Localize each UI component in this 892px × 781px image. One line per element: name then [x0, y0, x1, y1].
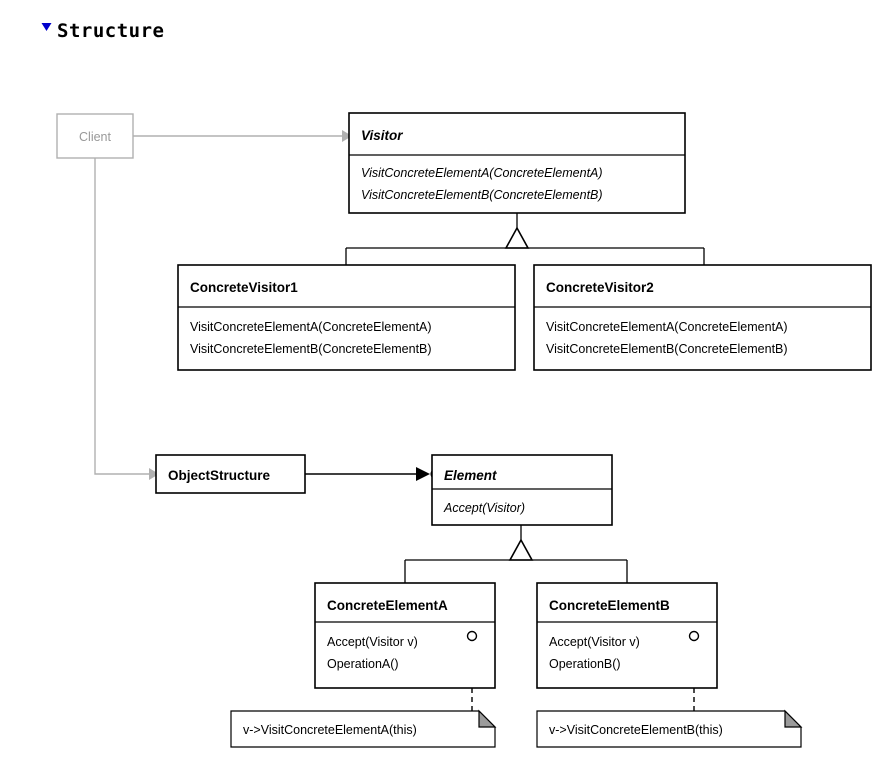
note-anchor-b [688, 630, 700, 642]
class-box-concrete-visitor-2[interactable]: ConcreteVisitor2 VisitConcreteElementA(C… [533, 264, 872, 371]
class-name-client: Client [79, 130, 111, 144]
class-member: VisitConcreteElementA(ConcreteElementA) [361, 166, 603, 180]
class-member: OperationA() [327, 657, 399, 671]
class-member: VisitConcreteElementB(ConcreteElementB) [546, 342, 788, 356]
class-box-object-structure[interactable]: ObjectStructure [155, 454, 306, 494]
class-member: VisitConcreteElementB(ConcreteElementB) [361, 188, 603, 202]
class-box-concrete-element-b[interactable]: ConcreteElementB Accept(Visitor v) Opera… [536, 582, 718, 689]
class-name-concrete-visitor-2: ConcreteVisitor2 [546, 280, 654, 295]
class-box-visitor[interactable]: Visitor VisitConcreteElementA(ConcreteEl… [348, 112, 686, 214]
class-member: Accept(Visitor) [443, 501, 525, 515]
note-a[interactable]: v->VisitConcreteElementA(this) [230, 709, 497, 748]
class-box-element[interactable]: Element Accept(Visitor) [431, 454, 613, 526]
relationship-objectstructure-to-element [305, 467, 442, 481]
class-name-concrete-element-a: ConcreteElementA [327, 598, 448, 613]
relationship-client-to-visitor [133, 130, 352, 142]
relationship-generalization-element [404, 525, 628, 583]
class-name-visitor: Visitor [361, 128, 403, 143]
note-b[interactable]: v->VisitConcreteElementB(this) [536, 709, 803, 748]
relationship-client-to-objectstructure [94, 158, 159, 480]
class-name-element: Element [444, 468, 497, 483]
note-anchor-a [466, 630, 478, 642]
class-name-concrete-visitor-1: ConcreteVisitor1 [190, 280, 298, 295]
note-text-b: v->VisitConcreteElementB(this) [549, 723, 723, 737]
triangle-down-icon[interactable] [40, 20, 53, 33]
section-header: Structure [40, 20, 164, 42]
class-box-client[interactable]: Client [56, 113, 134, 159]
relationship-generalization-visitor [345, 213, 705, 265]
class-member: Accept(Visitor v) [549, 635, 640, 649]
class-box-concrete-visitor-1[interactable]: ConcreteVisitor1 VisitConcreteElementA(C… [177, 264, 516, 371]
class-member: OperationB() [549, 657, 621, 671]
class-box-concrete-element-a[interactable]: ConcreteElementA Accept(Visitor v) Opera… [314, 582, 496, 689]
class-member: VisitConcreteElementA(ConcreteElementA) [546, 320, 788, 334]
class-name-object-structure: ObjectStructure [168, 468, 271, 483]
class-member: Accept(Visitor v) [327, 635, 418, 649]
note-text-a: v->VisitConcreteElementA(this) [243, 723, 417, 737]
class-member: VisitConcreteElementA(ConcreteElementA) [190, 320, 432, 334]
class-member: VisitConcreteElementB(ConcreteElementB) [190, 342, 432, 356]
class-name-concrete-element-b: ConcreteElementB [549, 598, 670, 613]
page-title: Structure [57, 20, 165, 42]
